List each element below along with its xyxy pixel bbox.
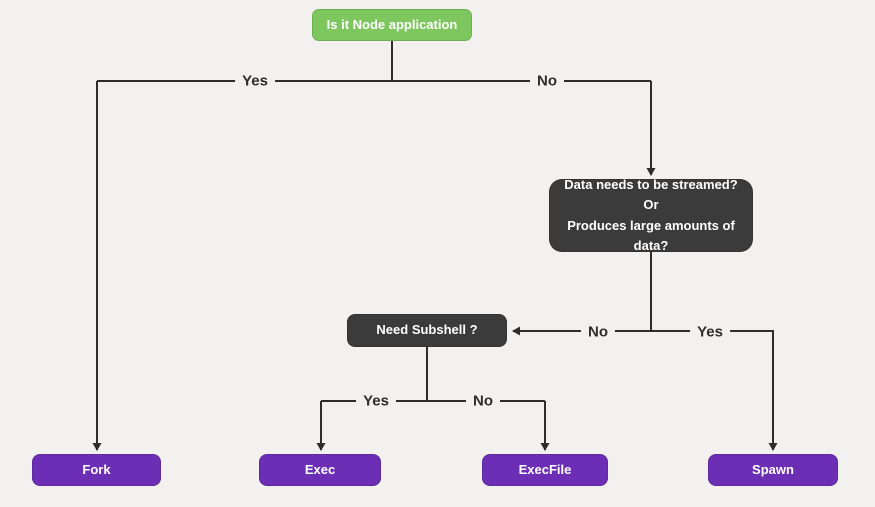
- edge-label-root-no: No: [530, 72, 564, 90]
- node-data-needs-streamed-line3: Produces large amounts of data?: [567, 217, 735, 253]
- node-fork: Fork: [32, 454, 161, 486]
- edge-label-streamed-no: No: [581, 323, 615, 341]
- node-data-needs-streamed: Data needs to be streamed? Or Produces l…: [549, 177, 753, 253]
- edge-label-subshell-no: No: [466, 392, 500, 410]
- node-need-subshell: Need Subshell ?: [347, 314, 507, 347]
- node-need-subshell-label: Need Subshell ?: [376, 322, 478, 338]
- node-execfile-label: ExecFile: [518, 461, 572, 477]
- node-exec-label: Exec: [304, 461, 336, 477]
- node-exec: Exec: [259, 454, 381, 486]
- node-is-it-node-application: Is it Node application: [312, 9, 472, 41]
- node-execfile: ExecFile: [482, 454, 608, 486]
- node-spawn: Spawn: [708, 454, 838, 486]
- node-fork-label: Fork: [82, 461, 111, 477]
- node-spawn-label: Spawn: [752, 461, 794, 477]
- edge-streamed-yes-line: [651, 330, 778, 451]
- node-data-needs-streamed-line2: Or: [643, 197, 659, 213]
- edge-label-streamed-yes: Yes: [690, 323, 730, 341]
- edge-label-subshell-yes: Yes: [356, 392, 396, 410]
- node-is-it-node-application-label: Is it Node application: [326, 16, 458, 32]
- edge-label-root-yes: Yes: [235, 72, 275, 90]
- node-data-needs-streamed-line1: Data needs to be streamed?: [564, 177, 738, 193]
